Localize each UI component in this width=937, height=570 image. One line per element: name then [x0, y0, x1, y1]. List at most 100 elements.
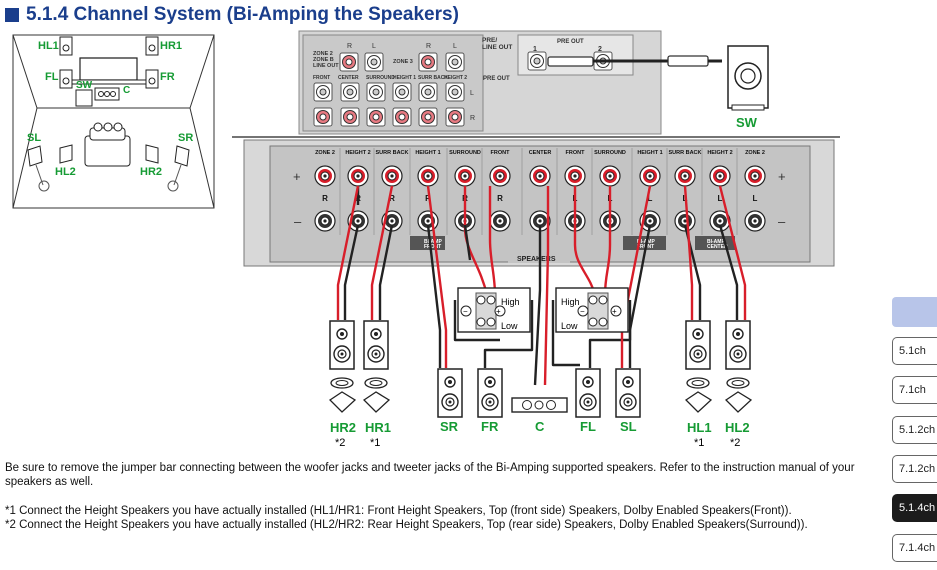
pre-out-l: L	[470, 90, 474, 97]
preout-header-3: HEIGHT 1	[393, 75, 416, 81]
room-label-sl: SL	[27, 132, 41, 144]
svg-text:−: −	[580, 307, 585, 316]
terminal-minus-12	[744, 210, 766, 232]
svg-text:+: +	[612, 307, 617, 316]
height-speaker-hr1	[362, 320, 391, 413]
spk-label-hr1: HR1	[365, 420, 391, 435]
terminal-plus-1	[347, 165, 369, 187]
preout-jack-r-0	[313, 107, 333, 127]
terminal-header-11: HEIGHT 2	[707, 150, 732, 156]
terminal-rl-11: L	[718, 194, 723, 203]
height-note-1: *1 Connect the Height Speakers you have …	[5, 505, 792, 517]
preout-header-2: SURROUND	[366, 75, 395, 81]
terminal-plus-5	[489, 165, 511, 187]
terminal-header-2: SURR BACK	[376, 150, 409, 156]
biamp-box-left: − + High Low	[457, 287, 531, 333]
room-label-hl1: HL1	[38, 40, 59, 52]
sw-pre-out-2: 2	[598, 46, 602, 53]
terminal-header-10: SURR BACK	[669, 150, 702, 156]
pre-out-r: R	[470, 115, 475, 122]
speaker-sl	[615, 368, 641, 418]
room-layout: HL1 HR1 FL FR SW C SL SR HL2 HR2	[12, 34, 215, 209]
preout-jack-r-1	[340, 107, 360, 127]
room-label-hr2: HR2	[140, 166, 162, 178]
speaker-fr	[477, 368, 503, 418]
room-label-sw: SW	[76, 80, 93, 91]
terminal-header-0: ZONE 2	[315, 150, 335, 156]
terminal-header-6: CENTER	[529, 150, 552, 156]
preout-jack-l-2	[366, 82, 386, 102]
height-speaker-hl2	[724, 320, 753, 413]
zone3-label: ZONE 3	[393, 59, 413, 65]
preout-header-1: CENTER	[338, 75, 359, 81]
terminal-plus-3	[417, 165, 439, 187]
biamp-left-low: Low	[501, 321, 518, 331]
tab-7-1ch[interactable]: 7.1ch	[892, 376, 937, 404]
biamp-note: Be sure to remove the jumper bar connect…	[5, 462, 855, 488]
terminal-plus-4	[454, 165, 476, 187]
tab-5-1ch[interactable]: 5.1ch	[892, 337, 937, 365]
terminal-rl-0: R	[322, 194, 328, 203]
speakers-label: SPEAKERS	[517, 256, 556, 263]
sw-pre-out-1: 1	[533, 46, 537, 53]
terminal-plus-7	[564, 165, 586, 187]
preout-jack-r-5	[445, 107, 465, 127]
pre-out-label-2: PRE OUT	[483, 76, 510, 82]
terminal-header-5: FRONT	[491, 150, 511, 156]
zone2-r: R	[347, 43, 352, 50]
preout-jack-l-1	[340, 82, 360, 102]
biamp-right-low: Low	[561, 321, 578, 331]
preout-jack-r-3	[392, 107, 412, 127]
terminal-minus-0	[314, 210, 336, 232]
terminal-header-9: HEIGHT 1	[637, 150, 662, 156]
terminal-rl-2: R	[389, 194, 395, 203]
preout-jack-r-2	[366, 107, 386, 127]
terminal-rl-12: L	[753, 194, 758, 203]
room-label-sr: SR	[178, 132, 193, 144]
terminal-plus-8	[599, 165, 621, 187]
terminal-plus-9	[639, 165, 661, 187]
terminal-rl-5: R	[497, 194, 503, 203]
plus-right: +	[778, 169, 786, 184]
zone3-l: L	[453, 43, 457, 50]
page-title: 5.1.4 Channel System (Bi-Amping the Spea…	[5, 4, 459, 26]
terminal-plus-10	[674, 165, 696, 187]
terminal-plus-2	[381, 165, 403, 187]
tab-5-1-2ch[interactable]: 5.1.2ch	[892, 416, 937, 444]
room-label-fr: FR	[160, 71, 175, 83]
spk-label-c: C	[535, 419, 545, 434]
spk-note-hr1: *1	[370, 437, 380, 449]
height-speaker-hl1	[684, 320, 713, 413]
minus-left: –	[294, 214, 302, 229]
tab-7-1-4ch[interactable]: 7.1.4ch	[892, 534, 937, 562]
sidebar-header-block	[892, 297, 937, 327]
room-label-fl: FL	[45, 71, 59, 83]
title-square-icon	[5, 8, 19, 22]
spk-note-hr2: *2	[335, 437, 345, 449]
terminal-header-1: HEIGHT 2	[345, 150, 370, 156]
preout-header-4: SURR BACK	[418, 75, 448, 81]
biamp-box-right: − + High Low	[555, 287, 629, 333]
terminal-plus-12	[744, 165, 766, 187]
tab-5-1-4ch[interactable]: 5.1.4ch	[892, 494, 937, 522]
preout-header-5: HEIGHT 2	[444, 75, 467, 81]
subwoofer-icon	[727, 45, 769, 111]
speaker-fl	[575, 368, 601, 418]
terminal-plus-11	[709, 165, 731, 187]
preout-header-0: FRONT	[313, 75, 330, 81]
spk-label-hl2: HL2	[725, 420, 750, 435]
preout-jack-l-5	[445, 82, 465, 102]
svg-text:−: −	[463, 307, 468, 316]
terminal-rl-3: R	[425, 194, 431, 203]
zone3-r: R	[426, 43, 431, 50]
zone2-l: L	[372, 43, 376, 50]
minus-right: –	[778, 214, 786, 229]
tab-7-1-2ch[interactable]: 7.1.2ch	[892, 455, 937, 483]
preout-jack-l-0	[313, 82, 333, 102]
biamp-left-high: High	[501, 297, 520, 307]
